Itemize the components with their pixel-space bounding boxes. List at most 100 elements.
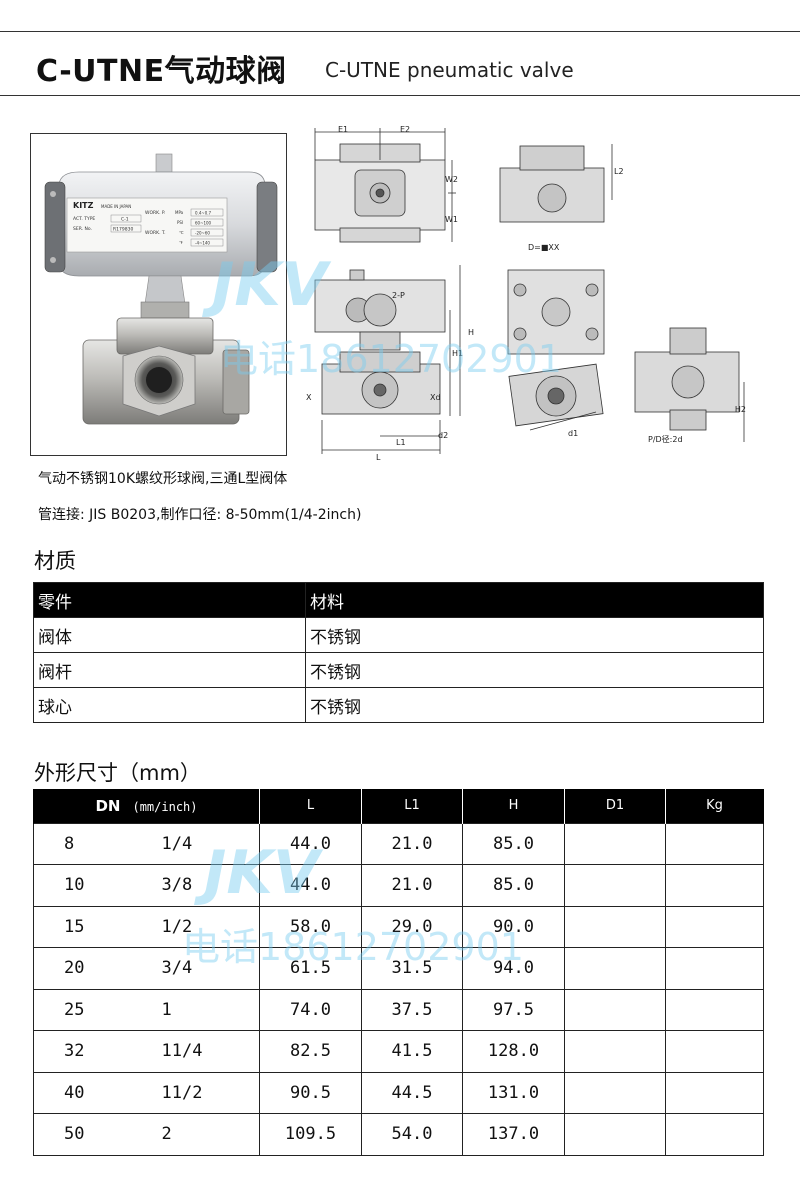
technical-drawing: E1 E2 W2 W1 L2 D=■XX 2-P H H1 X Xd L1 L … xyxy=(300,120,750,462)
dim-l-cell: 74.0 xyxy=(259,988,362,1031)
material-part: 阀体 xyxy=(33,617,306,653)
dim-l1-cell: 21.0 xyxy=(361,864,463,907)
dim-kg-cell xyxy=(665,822,764,865)
dim-l-cell: 44.0 xyxy=(259,864,362,907)
svg-text:-4~140: -4~140 xyxy=(195,241,210,246)
materials-header-part: 零件 xyxy=(33,582,306,618)
material-value: 不锈钢 xyxy=(305,617,764,653)
dim-l1-cell: 44.5 xyxy=(361,1071,463,1114)
dimensions-header-dn: DN(mm/inch) xyxy=(33,789,260,823)
dim-h-cell: 94.0 xyxy=(462,947,565,990)
svg-text:℉: ℉ xyxy=(179,240,183,245)
svg-text:PSI: PSI xyxy=(177,220,183,225)
svg-text:W1: W1 xyxy=(445,215,458,224)
dim-l-cell: 61.5 xyxy=(259,947,362,990)
dim-l1-cell: 41.5 xyxy=(361,1030,463,1073)
material-value: 不锈钢 xyxy=(305,687,764,723)
svg-text:WORK. T.: WORK. T. xyxy=(145,230,166,236)
svg-text:H2: H2 xyxy=(735,405,746,414)
dimensions-header-h: H xyxy=(462,789,565,823)
svg-text:2-P: 2-P xyxy=(392,291,405,300)
top-divider xyxy=(0,31,800,32)
materials-title: 材质 xyxy=(34,549,76,573)
dn-inch-cell: 1/4 xyxy=(109,822,260,865)
dim-kg-cell xyxy=(665,1113,764,1156)
dn-mm-cell: 32 xyxy=(33,1030,110,1073)
dim-l-cell: 44.0 xyxy=(259,822,362,865)
dim-l-cell: 82.5 xyxy=(259,1030,362,1073)
svg-text:d1: d1 xyxy=(568,429,578,438)
brand-label: KITZ xyxy=(73,201,94,210)
dim-h-cell: 128.0 xyxy=(462,1030,565,1073)
dn-mm-cell: 40 xyxy=(33,1071,110,1114)
svg-text:SER. No.: SER. No. xyxy=(73,226,92,232)
dim-d1-cell xyxy=(564,864,666,907)
svg-text:E2: E2 xyxy=(400,125,410,134)
table-row: 阀体 不锈钢 xyxy=(33,617,764,653)
dim-l1-cell: 37.5 xyxy=(361,988,463,1031)
dn-inch-cell: 1/2 xyxy=(109,905,260,948)
dim-l-cell: 90.5 xyxy=(259,1071,362,1114)
svg-text:X: X xyxy=(306,393,312,402)
page-title: C-UTNE气动球阀 xyxy=(36,54,287,89)
dim-d1-cell xyxy=(564,822,666,865)
dim-kg-cell xyxy=(665,905,764,948)
dim-kg-cell xyxy=(665,1071,764,1114)
dn-mm-cell: 20 xyxy=(33,947,110,990)
dim-h-cell: 85.0 xyxy=(462,864,565,907)
dimensions-header-d1: D1 xyxy=(564,789,666,823)
dim-d1-cell xyxy=(564,988,666,1031)
dimensions-header-kg: Kg xyxy=(665,789,764,823)
svg-text:H1: H1 xyxy=(452,349,463,358)
svg-text:D=■XX: D=■XX xyxy=(528,243,560,252)
dim-kg-cell xyxy=(665,1030,764,1073)
dn-mm-cell: 15 xyxy=(33,905,110,948)
svg-text:L: L xyxy=(376,453,381,460)
dim-kg-cell xyxy=(665,988,764,1031)
svg-text:0.4~0.7: 0.4~0.7 xyxy=(195,211,212,216)
svg-text:MPa: MPa xyxy=(175,210,184,215)
svg-text:C-1: C-1 xyxy=(121,217,129,223)
dn-mm-cell: 50 xyxy=(33,1113,110,1156)
dimensions-header-l: L xyxy=(259,789,362,823)
dim-d1-cell xyxy=(564,1071,666,1114)
svg-text:R179830: R179830 xyxy=(113,227,133,233)
material-part: 球心 xyxy=(33,687,306,723)
dim-l-cell: 58.0 xyxy=(259,905,362,948)
svg-text:-20~60: -20~60 xyxy=(195,231,210,236)
svg-text:ACT. TYPE: ACT. TYPE xyxy=(73,216,95,222)
product-photo: KITZ MADE IN JAPAN ACT. TYPE C-1 SER. No… xyxy=(30,133,287,456)
dim-d1-cell xyxy=(564,905,666,948)
dim-h-cell: 131.0 xyxy=(462,1071,565,1114)
dn-inch-cell: 1 xyxy=(109,988,260,1031)
dim-d1-cell xyxy=(564,1113,666,1156)
dim-l1-cell: 54.0 xyxy=(361,1113,463,1156)
svg-text:Xd: Xd xyxy=(430,393,441,402)
page-subtitle: C-UTNE pneumatic valve xyxy=(325,58,574,82)
dn-inch-cell: 11/4 xyxy=(109,1030,260,1073)
dn-inch-cell: 2 xyxy=(109,1113,260,1156)
materials-header-row: 零件 材料 xyxy=(33,582,764,618)
dn-inch-cell: 3/4 xyxy=(109,947,260,990)
svg-text:MADE IN JAPAN: MADE IN JAPAN xyxy=(101,204,131,209)
svg-text:L1: L1 xyxy=(396,438,406,447)
dim-h-cell: 90.0 xyxy=(462,905,565,948)
dn-mm-cell: 8 xyxy=(33,822,110,865)
dim-l1-cell: 31.5 xyxy=(361,947,463,990)
svg-text:H: H xyxy=(468,328,474,337)
material-part: 阀杆 xyxy=(33,652,306,688)
dim-d1-cell xyxy=(564,947,666,990)
materials-header-material: 材料 xyxy=(305,582,764,618)
svg-text:WORK. P.: WORK. P. xyxy=(145,210,165,216)
materials-table: 零件 材料 阀体 不锈钢 阀杆 不锈钢 球心 不锈钢 xyxy=(33,582,764,723)
description-line-1: 气动不锈钢10K螺纹形球阀,三通L型阀体 xyxy=(38,471,288,487)
header-divider xyxy=(0,95,800,96)
svg-text:60~100: 60~100 xyxy=(195,221,212,226)
dim-kg-cell xyxy=(665,864,764,907)
